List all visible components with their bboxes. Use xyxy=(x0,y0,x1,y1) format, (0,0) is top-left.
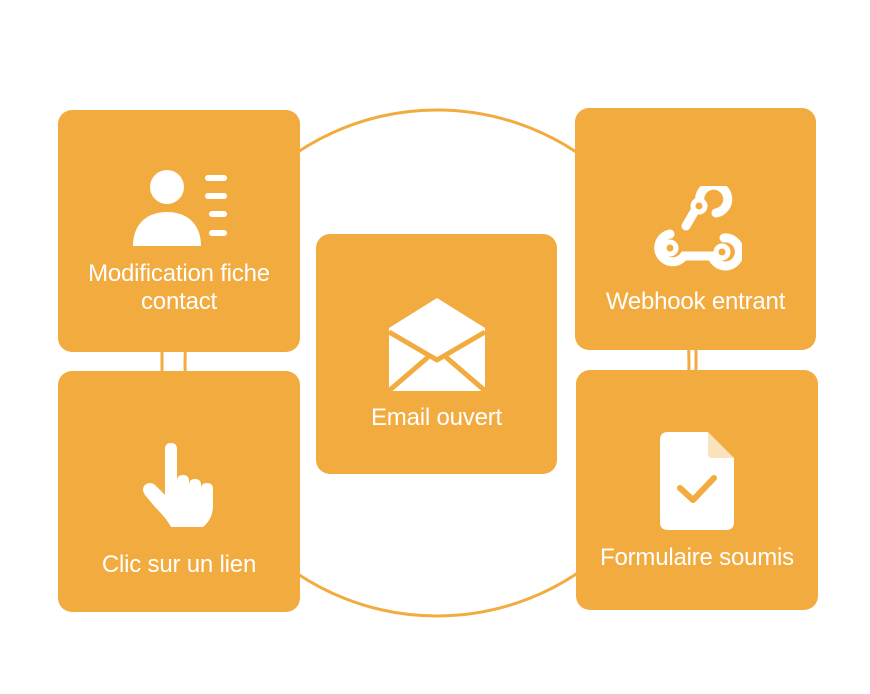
node-webhook-incoming: Webhook entrant xyxy=(575,108,816,350)
document-check-icon xyxy=(660,432,734,530)
pointing-hand-icon xyxy=(143,443,213,527)
contact-card-icon xyxy=(133,170,227,246)
node-form-label: Formulaire soumis xyxy=(600,544,794,571)
node-form-submitted: Formulaire soumis xyxy=(576,370,818,610)
node-link-click: Clic sur un lien xyxy=(58,371,300,612)
node-email-opened: Email ouvert xyxy=(316,234,557,474)
node-contact-label: Modification fiche contact xyxy=(88,260,270,315)
node-link-label: Clic sur un lien xyxy=(101,551,257,578)
ring-circle xyxy=(183,108,691,618)
open-envelope-icon xyxy=(387,298,486,392)
node-contact-update: Modification fiche contact xyxy=(58,110,300,352)
node-webhook-label: Webhook entrant xyxy=(605,288,786,315)
node-email-label: Email ouvert xyxy=(371,404,502,431)
webhook-icon xyxy=(653,186,742,271)
